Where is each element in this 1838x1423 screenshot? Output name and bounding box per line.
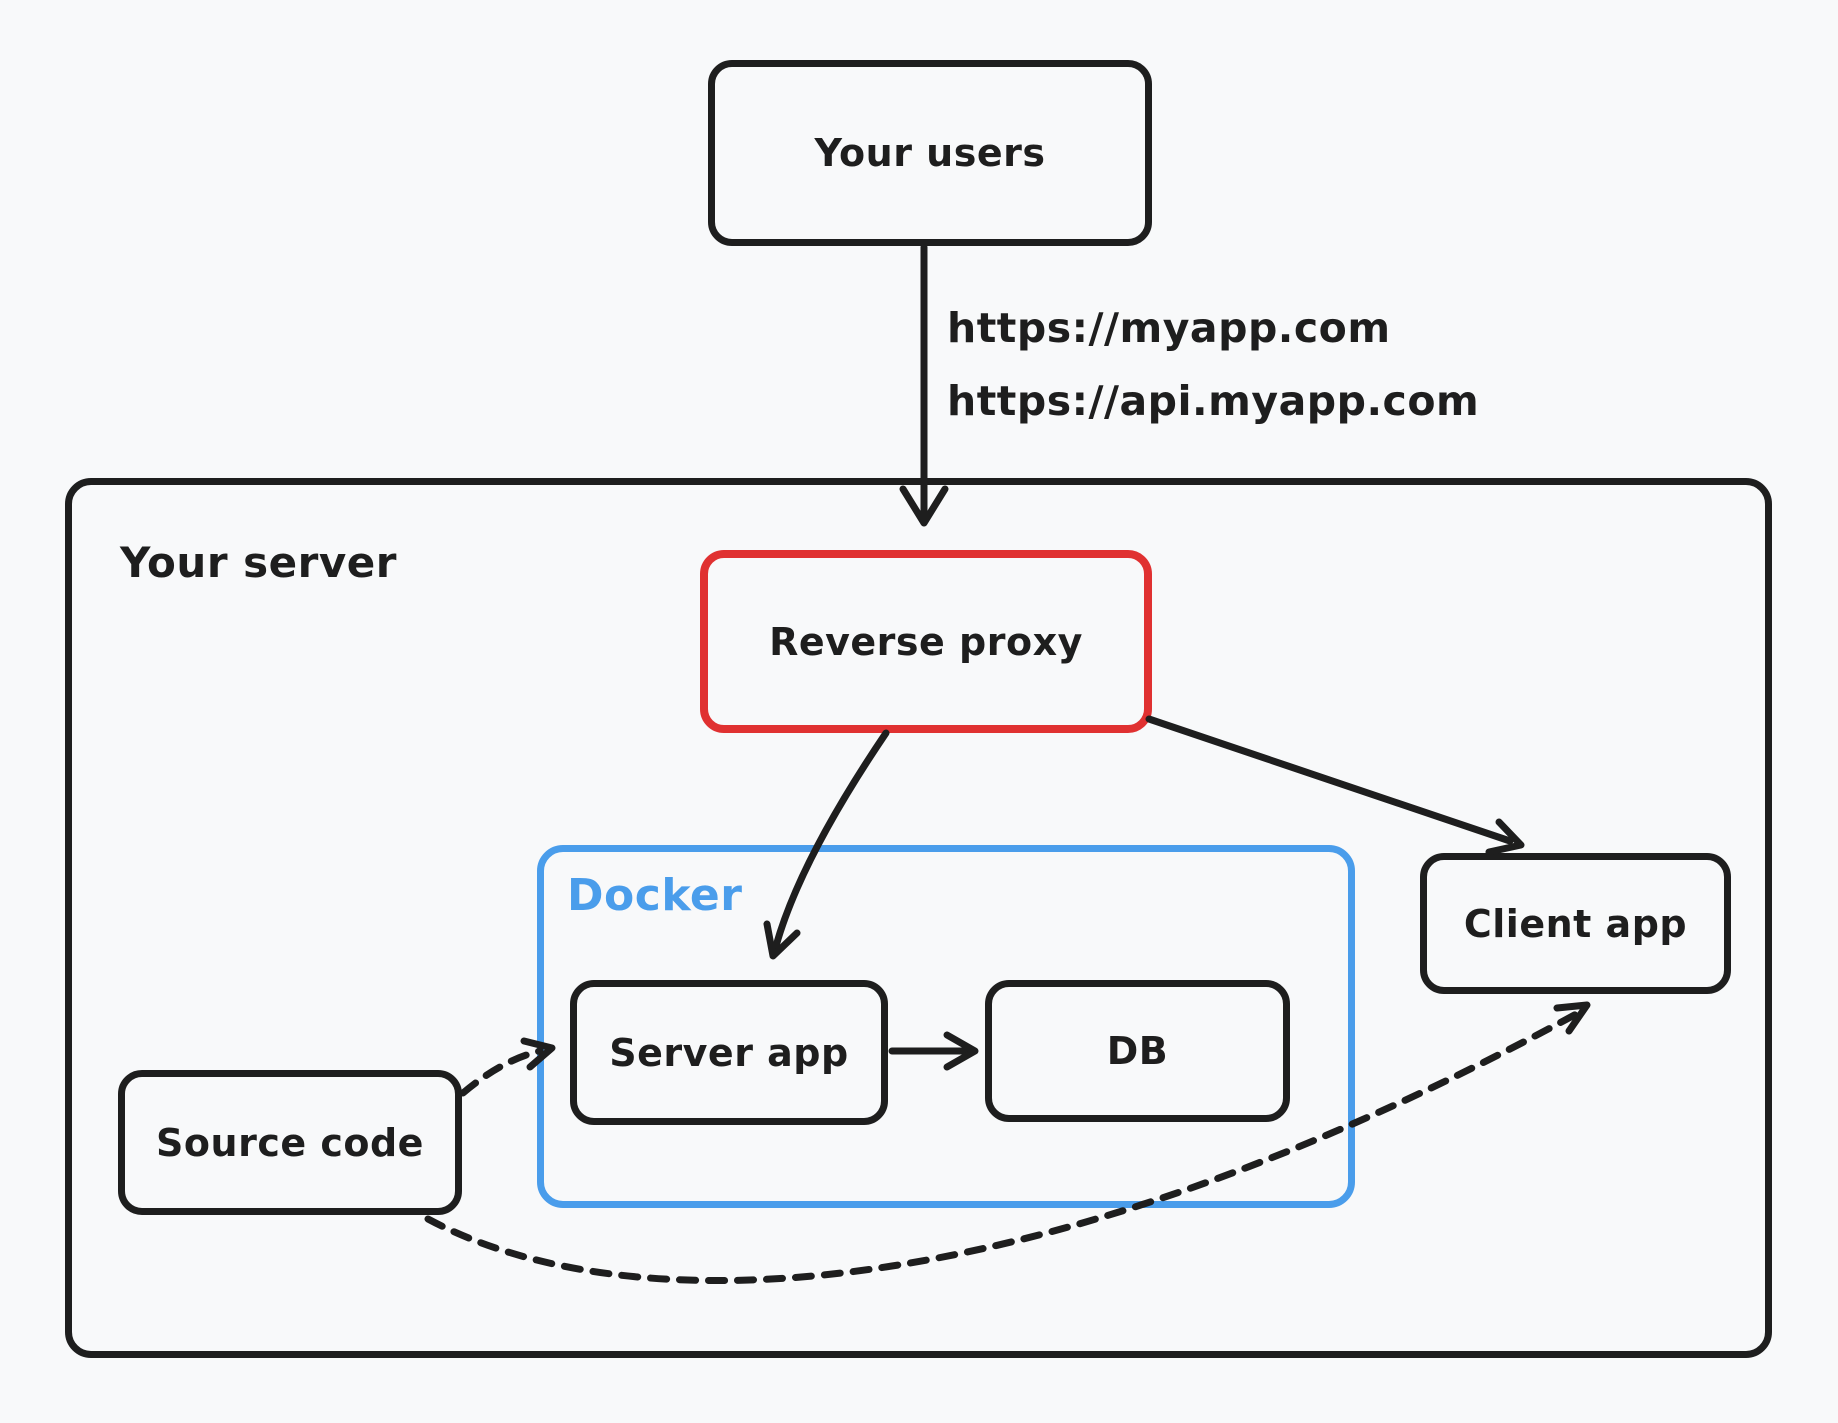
docker-label: Docker [567,870,743,921]
source-code-label: Source code [156,1120,424,1165]
your-users-label: Your users [814,131,1046,175]
your-server-frame [65,478,1772,1358]
client-app-node: Client app [1420,853,1731,994]
client-app-label: Client app [1463,901,1688,946]
your-server-label: Your server [120,538,397,587]
source-code-node: Source code [118,1070,462,1215]
reverse-proxy-node: Reverse proxy [700,550,1152,733]
reverse-proxy-label: Reverse proxy [769,619,1083,664]
url-primary-label: https://myapp.com [947,304,1391,352]
db-node: DB [985,980,1290,1122]
url-api-label: https://api.myapp.com [947,377,1480,425]
url-labels: https://myapp.com https://api.myapp.com [947,292,1479,438]
db-label: DB [1106,1029,1169,1073]
your-users-node: Your users [708,60,1152,246]
server-app-node: Server app [570,980,888,1125]
server-app-label: Server app [609,1030,849,1075]
